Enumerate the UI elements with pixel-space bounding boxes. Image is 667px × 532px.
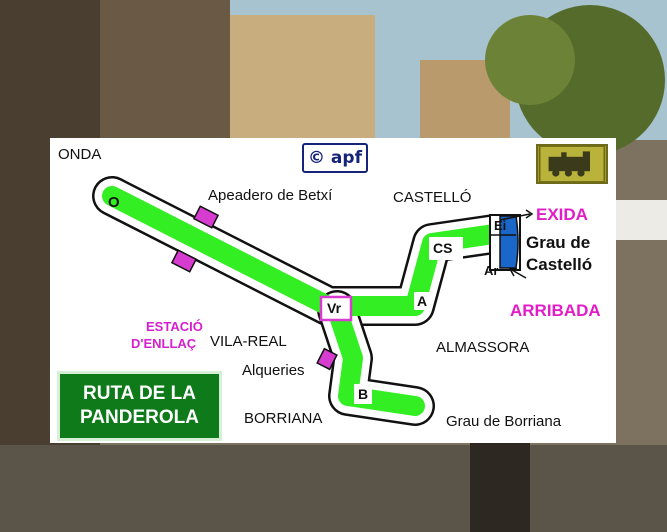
station-code-b: B bbox=[358, 386, 368, 402]
label-castello: CASTELLÓ bbox=[393, 189, 471, 206]
label-estacio-2: D'ENLLAÇ bbox=[131, 336, 196, 351]
station-code-ar: Ar bbox=[484, 263, 498, 278]
label-exida: EXIDA bbox=[536, 205, 588, 225]
arribada-arrow bbox=[512, 270, 526, 278]
copyright-badge: © apf bbox=[302, 143, 368, 173]
label-apeadero: Apeadero de Betxí bbox=[208, 187, 332, 204]
train-logo-icon bbox=[536, 144, 608, 184]
station-code-ei: Ei bbox=[494, 218, 506, 233]
label-grau-castello-2: Castelló bbox=[526, 255, 592, 275]
route-title-box: RUTA DE LA PANDEROLA bbox=[57, 371, 222, 441]
label-alqueries: Alqueries bbox=[242, 362, 305, 379]
route-title-line1: RUTA DE LA bbox=[83, 382, 196, 406]
station-code-o: O bbox=[108, 194, 120, 211]
label-vila-real: VILA-REAL bbox=[210, 333, 287, 350]
station-code-cs: CS bbox=[433, 240, 452, 256]
label-onda: ONDA bbox=[58, 146, 101, 163]
label-almassora: ALMASSORA bbox=[436, 339, 529, 356]
route-title-line2: PANDEROLA bbox=[80, 406, 199, 430]
label-borriana: BORRIANA bbox=[244, 410, 322, 427]
label-arribada: ARRIBADA bbox=[510, 301, 601, 321]
label-grau-castello-1: Grau de bbox=[526, 233, 590, 253]
label-estacio-1: ESTACIÓ bbox=[146, 319, 203, 334]
station-code-vr: Vr bbox=[327, 300, 341, 316]
station-code-a: A bbox=[417, 293, 427, 309]
label-grau-borriana: Grau de Borriana bbox=[446, 413, 561, 430]
